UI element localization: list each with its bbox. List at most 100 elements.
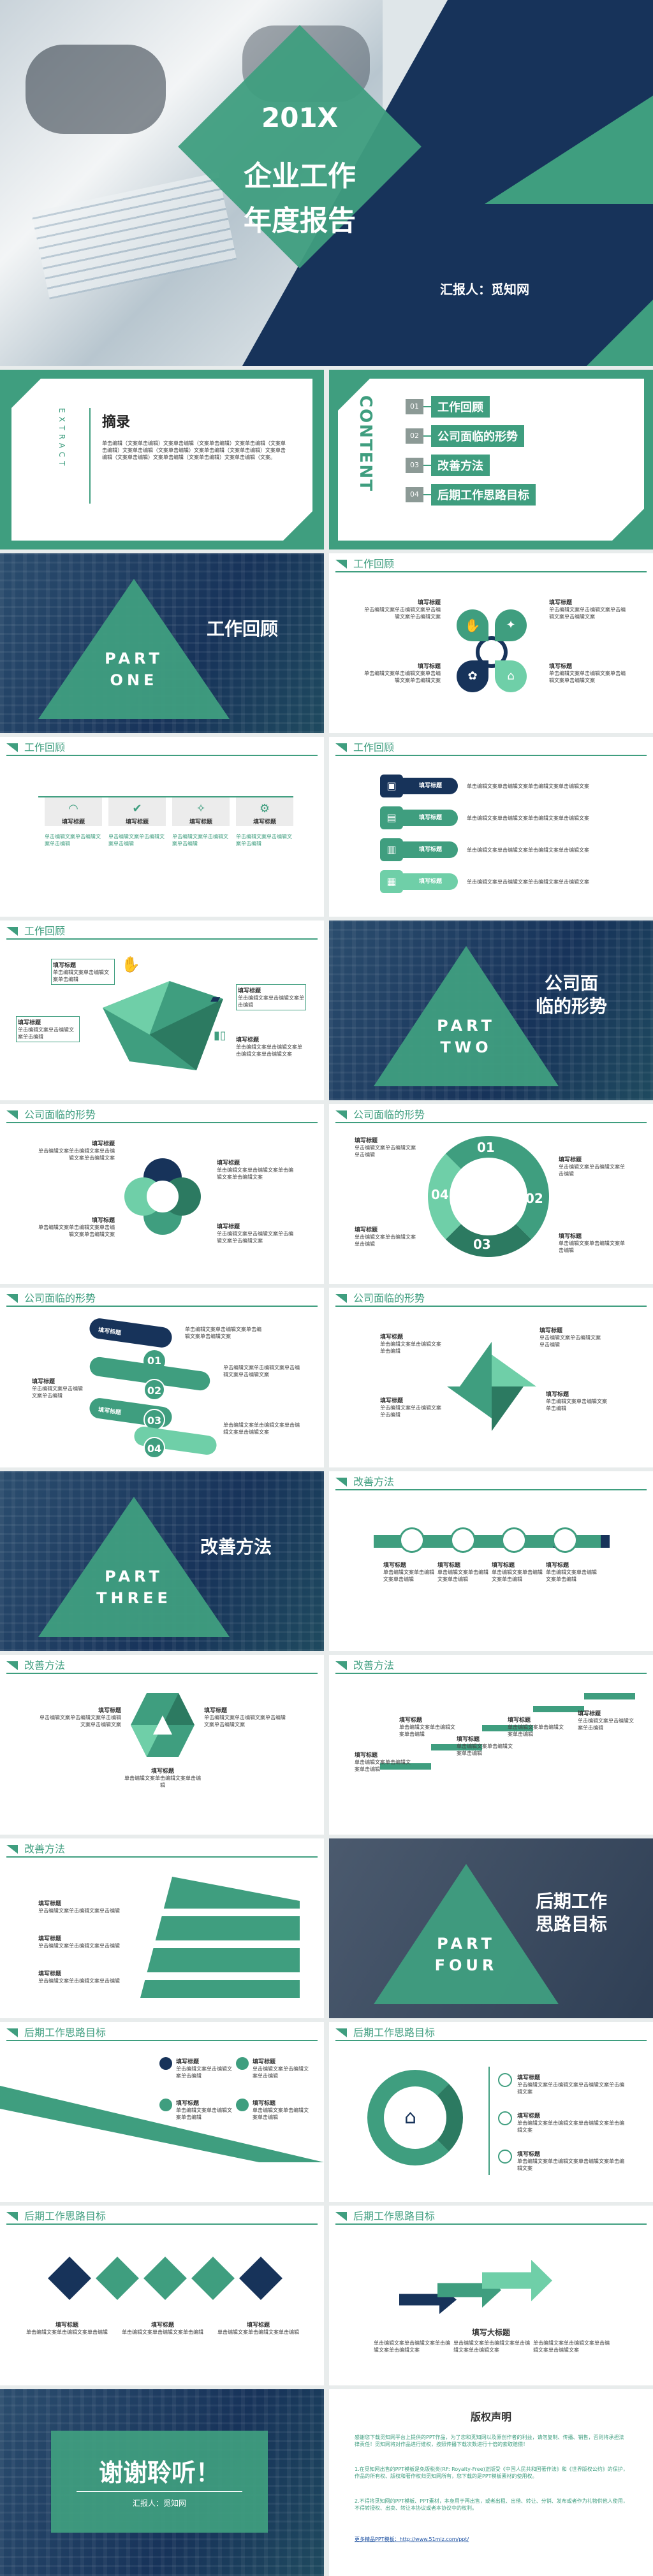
part-three-number: THREE bbox=[96, 1589, 172, 1607]
part-one-number: ONE bbox=[110, 671, 158, 689]
part-three-slide: PART THREE 改善方法 bbox=[0, 1471, 324, 1651]
megaphone-icon bbox=[191, 2257, 235, 2300]
contents-slide: CONTENT 01 工作回顾 02 公司面临的形势 03 改善方法 04 后期… bbox=[329, 370, 653, 549]
flower-text-2: 填写标题 单击编辑文案单击编辑文案单击编辑文案单击编辑文案 bbox=[217, 1160, 293, 1180]
pill-text-1: 单击编辑文案单击编辑文案单击编辑文案单击编辑文案 bbox=[185, 1327, 261, 1339]
arrows-text-2: 单击编辑文案单击编辑文案单击编辑文案单击编辑文案 bbox=[453, 2340, 530, 2353]
home-icon bbox=[48, 2257, 91, 2300]
stair-text-5: 填写标题单击编辑文案单击编辑文案单击编辑 bbox=[578, 1711, 634, 1731]
arrows-text-1: 单击编辑文案单击编辑文案单击编辑文案单击编辑文案 bbox=[374, 2340, 450, 2353]
slide-header: 后期工作思路目标 bbox=[6, 2026, 318, 2041]
list-item: ▣ 填写标题 单击编辑文案单击编辑文案单击编辑文案单击编辑文案 bbox=[380, 772, 622, 800]
pin-text-1: 填写标题 单击编辑文案单击编辑文案单击编辑 bbox=[380, 1334, 441, 1354]
col-2: ✔ 填写标题 单击编辑文案单击编辑文案单击编辑 bbox=[108, 797, 166, 847]
situation-pinwheel-slide: 公司面临的形势 填写标题 单击编辑文案单击编辑文案单击编辑 填写标题 单击编辑文… bbox=[329, 1288, 653, 1467]
list-item: ▥ 填写标题 单击编辑文案单击编辑文案单击编辑文案单击编辑文案 bbox=[380, 836, 622, 864]
pin-text-2: 填写标题 单击编辑文案单击编辑文案单击编辑 bbox=[539, 1328, 601, 1348]
road-item-2: 填写标题单击编辑文案单击编辑文案单击编辑 bbox=[236, 2057, 312, 2079]
goal-item-2: 填写标题单击编辑文案单击编辑文案单击编辑文案单击编辑文案 bbox=[498, 2111, 626, 2134]
situation-flower-slide: 公司面临的形势 填写标题 单击编辑文案单击编辑文案单击编辑文案单击编辑文案 填写… bbox=[0, 1104, 324, 1284]
hub-text-tl: 填写标题 单击编辑文案单击编辑文案单击编辑文案单击编辑文案 bbox=[364, 600, 441, 620]
abstract-slide: EXTRACT 摘录 单击编辑（文案单击编辑）文案单击编辑（文案单击编辑）文案单… bbox=[0, 370, 324, 549]
contents-item-label: 工作回顾 bbox=[431, 396, 490, 418]
contents-item-label: 后期工作思路目标 bbox=[431, 484, 536, 506]
part-four-slide: PART FOUR 后期工作 思路目标 bbox=[329, 1838, 653, 2018]
hub-text-bl: 填写标题 单击编辑文案单击编辑文案单击编辑文案单击编辑文案 bbox=[364, 664, 441, 683]
slide-header: 后期工作思路目标 bbox=[335, 2209, 647, 2225]
slide-header: 公司面临的形势 bbox=[6, 1108, 318, 1123]
pyr-text-3: 填写标题单击编辑文案单击编辑文案单击编辑 bbox=[38, 1971, 120, 1984]
contents-item-num: 04 bbox=[406, 487, 423, 502]
stair-text-2: 填写标题单击编辑文案单击编辑文案单击编辑 bbox=[399, 1717, 455, 1737]
thanks-title: 谢谢聆听！ bbox=[98, 2459, 220, 2487]
part-one-slide: PART ONE 工作回顾 bbox=[0, 553, 324, 733]
road bbox=[0, 2086, 324, 2162]
pill-num-2: 02 bbox=[143, 1379, 165, 1401]
contents-item[interactable]: 01 工作回顾 bbox=[406, 394, 616, 419]
contents-item-label: 改善方法 bbox=[431, 455, 490, 476]
improve-wave-slide: 改善方法 填写标题单击编辑文案单击编辑文案单击编辑 填写标题单击编辑文案单击编辑… bbox=[329, 1471, 653, 1651]
slide-header: 公司面临的形势 bbox=[6, 1292, 318, 1307]
goal-item-1: 填写标题单击编辑文案单击编辑文案单击编辑文案单击编辑文案 bbox=[498, 2073, 626, 2095]
hex-text-3: 填写标题单击编辑文案单击编辑文案单击编辑 bbox=[124, 1768, 201, 1788]
cover-year: 201X bbox=[261, 102, 339, 133]
pyr-text-2: 填写标题单击编辑文案单击编辑文案单击编辑 bbox=[38, 1936, 120, 1949]
part-four-number: FOUR bbox=[434, 1956, 498, 1974]
review-polygon-slide: 工作回顾 ✋ ▰ ▮▯ 填写标题 单击编辑文案单击编辑文案单击编辑 填写标题 单… bbox=[0, 921, 324, 1100]
part-four-title-line1: 后期工作 bbox=[535, 1891, 607, 1912]
wave-circle-4 bbox=[552, 1527, 578, 1553]
row-list: ▣ 填写标题 单击编辑文案单击编辑文案单击编辑文案单击编辑文案 ▤ 填写标题 单… bbox=[380, 772, 622, 896]
slide-header: 工作回顾 bbox=[335, 557, 647, 572]
goals-circle-slide: 后期工作思路目标 ⌂ 填写标题单击编辑文案单击编辑文案单击编辑文案单击编辑文案 … bbox=[329, 2022, 653, 2202]
wave-text-3: 填写标题单击编辑文案单击编辑文案单击编辑 bbox=[492, 1562, 543, 1582]
arrows-title: 填写大标题 bbox=[471, 2328, 510, 2337]
check-icon: ✔ bbox=[108, 797, 166, 826]
situation-cycle-slide: 公司面临的形势 01 02 03 04 填写标题 单击编辑文案单击编辑文案单击编… bbox=[329, 1104, 653, 1284]
copyright-slide: 版权声明 感谢您下载觅知网平台上提供的PPT作品，为了您和觅知网以及原创作者的利… bbox=[329, 2389, 653, 2576]
handshake-icon: ✦ bbox=[495, 609, 527, 641]
bulb-icon: ✧ bbox=[172, 797, 230, 826]
pinwheel bbox=[447, 1342, 536, 1431]
people-icon bbox=[159, 2057, 172, 2070]
stair-text-4: 填写标题单击编辑文案单击编辑文案单击编辑 bbox=[508, 1717, 564, 1737]
hex-shape bbox=[131, 1693, 194, 1757]
wave-circle-2 bbox=[450, 1527, 476, 1553]
pill-text-4: 单击编辑文案单击编辑文案单击编辑文案单击编辑文案 bbox=[223, 1422, 300, 1435]
slide-header: 公司面临的形势 bbox=[335, 1108, 647, 1123]
pyramid bbox=[140, 1877, 300, 1998]
contents-item[interactable]: 03 改善方法 bbox=[406, 453, 616, 478]
part-two-number: TWO bbox=[440, 1038, 492, 1056]
chart-icon bbox=[159, 2099, 172, 2111]
flower-text-1: 填写标题 单击编辑文案单击编辑文案单击编辑文案单击编辑文案 bbox=[38, 1141, 115, 1161]
contents-item-label: 公司面临的形势 bbox=[431, 425, 524, 447]
abstract-title: 摘录 bbox=[102, 414, 131, 430]
copyright-body3: 2.不得将觅知网的PPT模板、PPT素材，本身用于再出售，或者出租、出借、转让、… bbox=[355, 2498, 628, 2511]
col-1: ◠ 填写标题 单击编辑文案单击编辑文案单击编辑 bbox=[45, 797, 102, 847]
list-item: ▦ 填写标题 单击编辑文案单击编辑文案单击编辑文案单击编辑文案 bbox=[380, 868, 622, 896]
part-two-label: PART bbox=[437, 1017, 495, 1035]
pill-text-3: 填写标题 单击编辑文案单击编辑文案单击编辑 bbox=[32, 1379, 83, 1399]
slide-header: 后期工作思路目标 bbox=[6, 2209, 318, 2225]
handshake-icon: ✋ bbox=[121, 956, 140, 973]
slide-header: 公司面临的形势 bbox=[335, 1292, 647, 1307]
part-two-title-line2: 临的形势 bbox=[535, 996, 607, 1017]
abstract-side-text: EXTRACT bbox=[57, 408, 66, 470]
pin-text-3: 填写标题 单击编辑文案单击编辑文案单击编辑 bbox=[380, 1398, 441, 1418]
slide-header: 工作回顾 bbox=[6, 741, 318, 756]
gear-icon bbox=[236, 2057, 249, 2070]
copyright-link[interactable]: 更多精品PPT模板：http://www.51miz.com/ppt/ bbox=[355, 2536, 469, 2542]
contents-list: 01 工作回顾 02 公司面临的形势 03 改善方法 04 后期工作思路目标 bbox=[406, 394, 616, 507]
thanks-slide: 谢谢聆听！ 汇报人：觅知网 bbox=[0, 2389, 324, 2576]
tag-icon: ▤ bbox=[380, 806, 403, 829]
hand-icon: ✋ bbox=[457, 609, 488, 641]
polygon-graphic bbox=[89, 981, 223, 1070]
diamond-text-1: 填写标题单击编辑文案单击编辑文案单击编辑 bbox=[26, 2322, 108, 2335]
cycle-text-3: 填写标题 单击编辑文案单击编辑文案单击编辑 bbox=[355, 1227, 416, 1247]
col-4: ⚙ 填写标题 单击编辑文案单击编辑文案单击编辑 bbox=[236, 797, 293, 847]
contents-item[interactable]: 02 公司面临的形势 bbox=[406, 423, 616, 449]
contents-item[interactable]: 04 后期工作思路目标 bbox=[406, 482, 616, 507]
slide-header: 改善方法 bbox=[335, 1475, 647, 1490]
poly-text-4: 填写标题 单击编辑文案单击编辑文案单击编辑文案单击编辑文案 bbox=[236, 1037, 302, 1057]
col-3: ✧ 填写标题 单击编辑文案单击编辑文案单击编辑 bbox=[172, 797, 230, 847]
